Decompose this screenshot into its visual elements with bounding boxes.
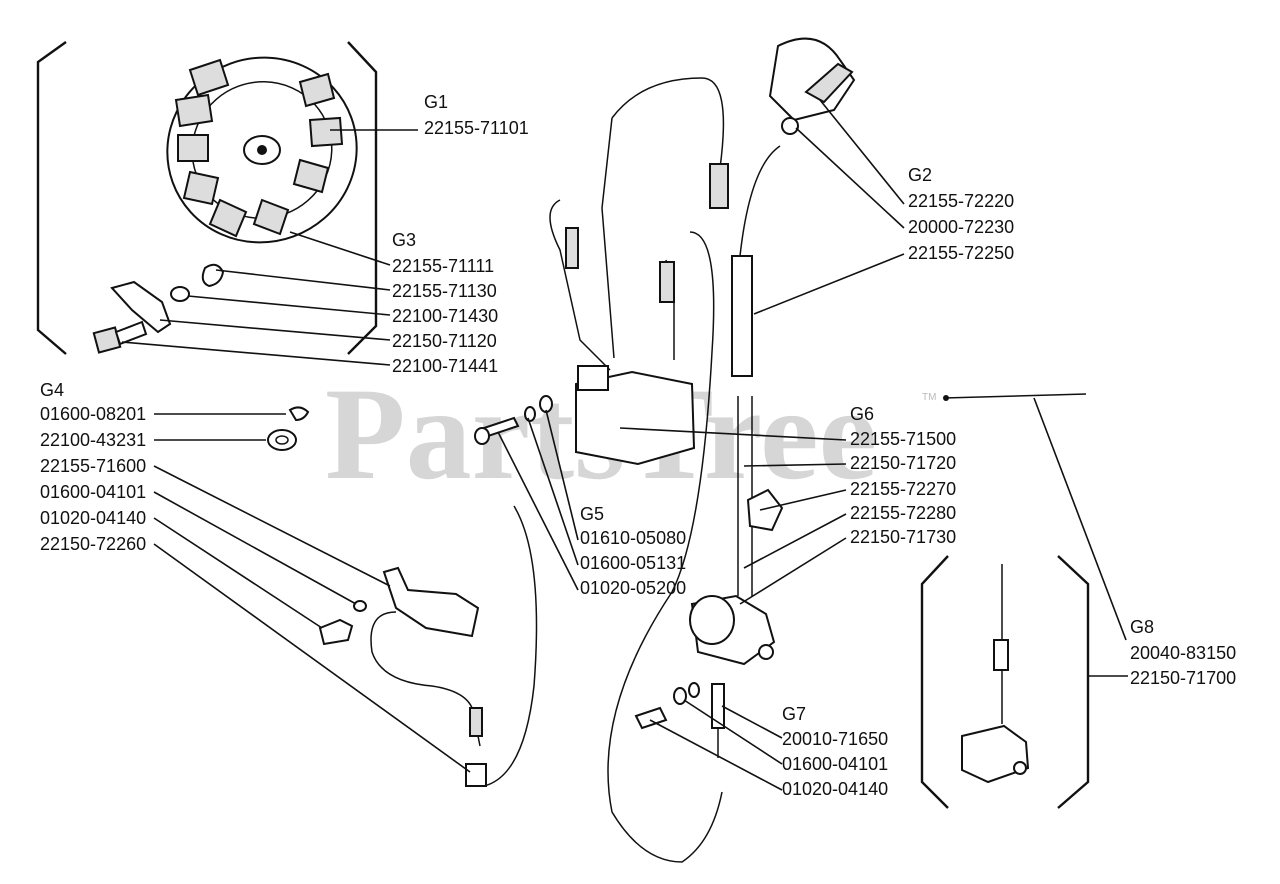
group-title-g2: G2 <box>908 165 932 185</box>
part-number: 01600-04101 <box>40 482 146 502</box>
part-number: 01020-04140 <box>782 779 888 799</box>
part-number: 22155-72250 <box>908 243 1014 263</box>
part-number: 22100-71441 <box>392 356 498 376</box>
part-number: 22150-71120 <box>392 331 497 351</box>
bolt <box>92 320 148 354</box>
throttle-lever <box>961 724 1030 784</box>
part-number: 22155-71500 <box>850 429 956 449</box>
part-number: 01020-05200 <box>580 578 686 598</box>
ignition-coil-drawing <box>153 406 538 787</box>
part-number: 22155-71130 <box>392 281 497 301</box>
part-number: 20000-72230 <box>908 217 1014 237</box>
part-number: 01020-04140 <box>40 508 146 528</box>
trademark-mark: TM <box>922 392 936 403</box>
group-title-g1: G1 <box>424 92 448 112</box>
throttle-cable-group-g8 <box>920 393 1128 809</box>
group-title-g5: G5 <box>580 504 604 524</box>
bracket-left-g1 <box>36 41 67 355</box>
part-number: 22150-71730 <box>850 527 956 547</box>
part-number: 22155-72280 <box>850 503 956 523</box>
cable-end <box>943 393 1087 399</box>
group-title-g3: G3 <box>392 230 416 250</box>
part-number: 22150-71720 <box>850 453 956 473</box>
flywheel-group-drawing <box>36 41 418 366</box>
group-title-g7: G7 <box>782 704 806 724</box>
part-number: 22155-72220 <box>908 191 1014 211</box>
nut <box>170 286 190 302</box>
flywheel <box>166 56 358 244</box>
part-number: 22100-71430 <box>392 306 498 326</box>
part-number: 22155-71111 <box>392 256 494 276</box>
part-number: 22150-71700 <box>1130 668 1236 688</box>
part-number: 01610-05080 <box>580 528 686 548</box>
part-number: 01600-05131 <box>580 553 686 573</box>
switch-assembly-drawing <box>474 37 905 863</box>
group-title-g4: G4 <box>40 380 64 400</box>
part-number: 22155-72270 <box>850 479 956 499</box>
bracket-left-g8 <box>920 555 949 809</box>
group-title-g8: G8 <box>1130 617 1154 637</box>
part-number: 22100-43231 <box>40 430 146 450</box>
group-title-g6: G6 <box>850 404 874 424</box>
part-number: 01600-04101 <box>782 754 888 774</box>
part-number: 22155-71600 <box>40 456 146 476</box>
part-number: 01600-08201 <box>40 404 146 424</box>
bracket-right-g8 <box>1057 555 1090 809</box>
lever-plate <box>110 280 172 334</box>
bracket-right-g1 <box>347 41 378 355</box>
part-number: 20010-71650 <box>782 729 888 749</box>
part-number: 20040-83150 <box>1130 643 1236 663</box>
part-number: 22155-71101 <box>424 118 529 138</box>
part-number: 22150-72260 <box>40 534 146 554</box>
spring-key <box>201 263 225 288</box>
